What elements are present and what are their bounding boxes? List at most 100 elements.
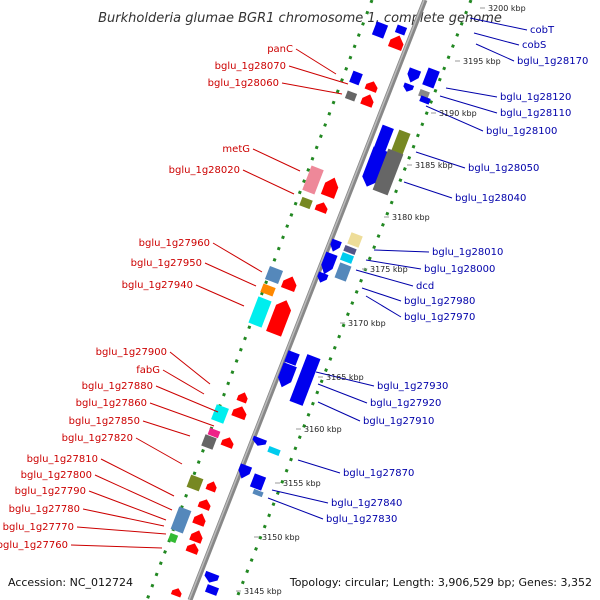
label-leaders (70, 17, 528, 549)
gene-block (284, 350, 300, 366)
leader-line (317, 401, 361, 422)
gene-label-left: bglu_1g28020 (169, 165, 240, 176)
gene-block (302, 165, 324, 195)
gene-arrow-forward (360, 94, 374, 108)
gene-label-right: bglu_1g28120 (500, 92, 571, 103)
leader-line (212, 242, 263, 273)
leader-line (425, 105, 484, 132)
leader-line (475, 43, 515, 62)
leader-line (149, 402, 215, 427)
gene-arrow-reverse (238, 463, 253, 479)
gene-block (204, 584, 220, 596)
gene-block (422, 67, 440, 89)
leader-line (469, 17, 528, 31)
gene-label-right: bglu_1g28100 (486, 126, 557, 137)
leader-line (204, 262, 257, 287)
gene-arrow-reverse (407, 67, 422, 83)
gene-block (186, 474, 204, 492)
kbp-tick-label: 3170 kbp (348, 319, 386, 328)
gene-block (211, 404, 229, 424)
kbp-tick-label: 3180 kbp (392, 213, 430, 222)
leader-line (315, 371, 375, 387)
gene-label-right: bglu_1g27970 (404, 312, 475, 323)
leader-line (169, 351, 211, 385)
gene-block (371, 21, 389, 39)
gene-block (419, 95, 431, 105)
leader-line (195, 284, 245, 307)
gene-label-left: bglu_1g28070 (215, 61, 286, 72)
leader-line (365, 295, 402, 318)
leader-line (288, 65, 349, 85)
gene-labels: panCbglu_1g28070bglu_1g28060metGbglu_1g2… (0, 25, 588, 551)
gene-arrow-reverse (403, 82, 415, 92)
leader-line (271, 489, 329, 504)
gene-block (299, 196, 313, 210)
gene-label-right: bglu_1g27920 (370, 398, 441, 409)
gene-label-left: bglu_1g27790 (15, 486, 86, 497)
gene-block (343, 245, 357, 255)
gene-block (391, 129, 411, 155)
gene-label-left: bglu_1g27900 (96, 347, 167, 358)
gene-block (394, 24, 408, 36)
gene-arrow-reverse (204, 570, 220, 583)
gene-block (248, 296, 272, 328)
gene-arrow-forward (205, 481, 217, 493)
leader-line (242, 169, 295, 195)
gene-block (207, 427, 221, 439)
gene-block (374, 124, 394, 152)
gene-label-left: bglu_1g27960 (139, 238, 210, 249)
gene-block (334, 262, 352, 282)
gene-label-left: bglu_1g27820 (62, 433, 133, 444)
leader-line (82, 508, 165, 527)
gene-arrow-forward (266, 300, 292, 337)
gene-label-right: bglu_1g28050 (468, 163, 539, 174)
gene-label-right: bglu_1g28170 (517, 56, 588, 67)
gene-label-right: bglu_1g28040 (455, 193, 526, 204)
gene-block (349, 70, 363, 86)
leader-line (267, 497, 324, 520)
leader-line (403, 181, 453, 199)
leader-line (415, 151, 466, 169)
gene-label-right: bglu_1g28110 (500, 108, 571, 119)
kbp-tick-label: 3145 kbp (244, 587, 282, 596)
gene-block (170, 506, 192, 534)
leader-line (70, 544, 163, 549)
gene-arrow-forward (185, 543, 199, 555)
leader-line (88, 490, 167, 521)
topology-text: Topology: circular; Length: 3,906,529 bp… (289, 576, 592, 589)
gene-label-left: bglu_1g27810 (27, 454, 98, 465)
gene-label-left: bglu_1g27880 (82, 381, 153, 392)
kbp-tick-label: 3190 kbp (439, 109, 477, 118)
leader-line (252, 148, 301, 172)
gene-block (249, 473, 267, 491)
kbp-tick-label: 3185 kbp (415, 161, 453, 170)
gene-label-right: bglu_1g28000 (424, 264, 495, 275)
gene-label-right: bglu_1g28010 (432, 247, 503, 258)
kbp-tick-label: 3195 kbp (463, 57, 501, 66)
leader-line (281, 82, 343, 95)
leader-line (76, 526, 167, 535)
gene-label-left: fabG (136, 365, 160, 376)
leader-line (355, 269, 414, 287)
gene-label-right: cobT (530, 25, 555, 36)
gene-label-right: bglu_1g27830 (326, 514, 397, 525)
leader-line (365, 259, 422, 270)
chromosome-backbone (187, 0, 428, 600)
gene-label-left: bglu_1g28060 (208, 78, 279, 89)
gene-features (167, 21, 440, 598)
gene-block (264, 265, 284, 285)
leader-line (361, 287, 402, 302)
leader-line (473, 32, 520, 46)
gene-label-right: bglu_1g27980 (404, 296, 475, 307)
gene-label-right: bglu_1g27840 (331, 498, 402, 509)
gene-arrow-forward (364, 81, 378, 93)
gene-label-right: bglu_1g27870 (343, 468, 414, 479)
gene-arrow-forward (236, 392, 248, 404)
kbp-tick-label: 3155 kbp (283, 479, 321, 488)
gene-block (167, 532, 179, 544)
gene-label-right: cobS (522, 40, 546, 51)
gene-block (260, 283, 276, 297)
kbp-tick-label: 3160 kbp (304, 425, 342, 434)
